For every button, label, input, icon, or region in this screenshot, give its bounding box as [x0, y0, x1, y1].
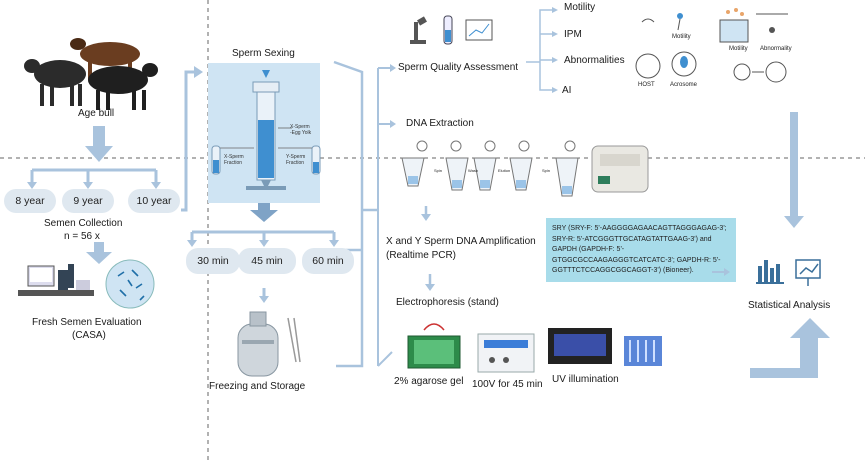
time-60-pill: 60 min	[302, 248, 354, 274]
host-label: HOST	[638, 82, 655, 88]
motility-small-label: Motility	[672, 34, 691, 40]
abnormality-icon	[733, 13, 788, 83]
down-arrow-casa	[86, 242, 112, 264]
presentation-icon	[795, 259, 821, 286]
abnormality-small-label: Abnormality	[760, 46, 792, 52]
sperm-sexing-title: Sperm Sexing	[232, 48, 295, 59]
sqa-ai: AI	[562, 85, 572, 96]
microscope-icon	[410, 16, 427, 44]
motility-beaker-icon	[719, 8, 749, 43]
step-spin-2: Spin	[542, 168, 551, 173]
age-9-pill: 9 year	[62, 189, 114, 213]
step-wash: Wash	[468, 168, 479, 173]
electrophoresis-label: Electrophoresis (stand)	[396, 297, 499, 308]
power-supply	[477, 333, 535, 373]
bulls-illustration	[24, 38, 158, 110]
voltage-label: 100V for 45 min	[472, 379, 543, 390]
primer-line: GGTTTCTCCAGGCGGCAGGT-3') (Bioneer).	[552, 267, 694, 274]
sqa-bracket	[539, 9, 554, 91]
statistical-analysis-label: Statistical Analysis	[748, 300, 831, 311]
motility-icon	[641, 13, 683, 31]
casa-lab-illustration	[18, 259, 155, 309]
age-bull-label: Age bull	[78, 108, 115, 119]
freezing-storage-label: Freezing and Storage	[209, 381, 306, 392]
fresh-eval-label: Fresh Semen Evaluation	[32, 317, 142, 328]
semen-collection-label: Semen Collection	[44, 218, 123, 229]
age-10-pill: 10 year	[128, 189, 180, 213]
y-fraction-tube	[278, 145, 321, 175]
test-tube-icon	[443, 15, 453, 45]
monitor-chart-icon	[465, 19, 493, 41]
host-acrosome-icons	[635, 51, 697, 79]
gel-image	[624, 336, 662, 366]
sqa-abnormalities: Abnormalities	[564, 55, 625, 66]
bracket-mid	[333, 60, 364, 368]
stats-up-arrow	[750, 318, 830, 378]
x-fraction-label: X-Sperm Fraction	[224, 154, 244, 166]
sqa-motility: Motility	[564, 2, 596, 13]
down-arrow-bull	[85, 126, 113, 162]
amplification-label: X and Y Sperm DNA Amplification	[386, 236, 536, 247]
agarose-gel-label: 2% agarose gel	[394, 376, 464, 387]
x-fraction-tube	[211, 145, 254, 175]
dna-extraction-label: DNA Extraction	[406, 118, 474, 129]
primer-line: SRY-R: 5'-ATCGGGTTGCATAGTATTGAAG-3') and	[552, 235, 712, 243]
primer-line: GTGGCGCCAAGAGGGTCATCATC-3'; GAPDH-R: 5'-	[552, 256, 721, 264]
x-sperm-egg-yolk-label: X-Sperm -Egg Yolk	[290, 124, 312, 136]
gel-box	[407, 323, 461, 369]
primer-text: SRY (SRY-F: 5'-AAGGGGAGAACAGTTAGGGAGAG-3…	[552, 224, 727, 277]
time-30-pill: 30 min	[186, 248, 240, 274]
clock-icons	[416, 140, 576, 152]
casa-label: (CASA)	[72, 330, 106, 341]
realtime-pcr-label: (Realtime PCR)	[386, 250, 457, 261]
age-8-pill: 8 year	[4, 189, 56, 213]
uv-transilluminator	[548, 328, 612, 364]
time-45-pill: 45 min	[238, 248, 296, 274]
y-fraction-label: Y-Sperm Fraction	[286, 154, 306, 166]
arrow-to-sexing	[181, 70, 196, 212]
down-arrow-sexing	[250, 203, 278, 222]
primer-line: GAPDH (GAPDH-F: 5'-	[552, 246, 625, 253]
step-elution: Elution	[498, 168, 511, 173]
freezing-tank	[237, 311, 301, 377]
separation-column	[246, 70, 286, 190]
sperm-cells	[117, 269, 145, 301]
primer-line: SRY (SRY-F: 5'-AAGGGGAGAACAGTTAGGGAGAG-3…	[552, 225, 727, 232]
sqa-ipm: IPM	[564, 29, 582, 40]
centrifuge-machine	[591, 145, 649, 193]
stats-down-arrow	[784, 112, 804, 228]
primer-box	[546, 218, 736, 282]
acrosome-label: Acrosome	[670, 82, 698, 88]
sqa-label: Sperm Quality Assessment	[398, 62, 519, 73]
extraction-tubes	[401, 157, 579, 197]
bar-chart-icon	[756, 260, 784, 284]
n-count-label: n = 56 x	[64, 231, 100, 242]
motility-small-label-2: Motility	[729, 46, 748, 52]
age-branch-arrows	[30, 168, 158, 184]
step-spin-1: Spin	[434, 168, 443, 173]
uv-illumination-label: UV illumination	[552, 374, 619, 385]
